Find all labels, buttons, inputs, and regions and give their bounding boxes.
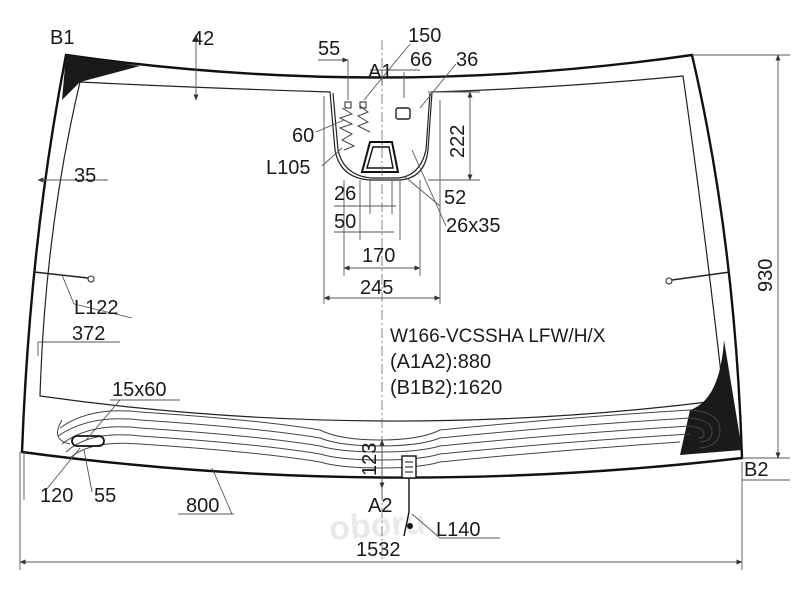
antenna-left xyxy=(33,271,89,279)
label-a1: A1 xyxy=(368,61,392,83)
sensor-mount-1 xyxy=(344,101,352,109)
label-55-bottom: 55 xyxy=(94,485,116,507)
connector-left xyxy=(71,435,105,447)
label-170: 170 xyxy=(362,245,395,267)
sensor-heater-zigzag-2 xyxy=(356,105,371,133)
label-l105: L105 xyxy=(266,157,311,179)
label-1532: 1532 xyxy=(356,539,401,561)
label-372: 372 xyxy=(72,323,105,345)
label-800: 800 xyxy=(186,495,219,517)
label-930: 930 xyxy=(755,259,777,292)
label-35: 35 xyxy=(74,165,96,187)
label-a1a2: (A1A2):880 xyxy=(390,351,491,373)
antenna-right-terminal xyxy=(665,277,673,285)
dimension-lines xyxy=(19,34,790,570)
label-60: 60 xyxy=(292,125,314,147)
label-l122: L122 xyxy=(74,297,119,319)
label-b1b2: (B1B2):1620 xyxy=(390,377,502,399)
label-36: 36 xyxy=(456,49,478,71)
sensor-mount-2 xyxy=(359,101,367,109)
label-222: 222 xyxy=(447,125,469,158)
label-120: 120 xyxy=(40,485,73,507)
frit-top-left xyxy=(62,55,140,100)
label-66: 66 xyxy=(410,49,432,71)
label-52: 52 xyxy=(444,187,466,209)
sensor-frit xyxy=(332,92,431,179)
label-part-code: W166-VCSSHA LFW/H/X xyxy=(390,326,606,347)
frit-bottom-right xyxy=(680,340,742,455)
sensor-mount-3 xyxy=(395,107,411,120)
label-b1: B1 xyxy=(50,27,74,49)
label-b2: B2 xyxy=(744,459,768,481)
label-a2: A2 xyxy=(368,495,392,517)
label-55-top: 55 xyxy=(318,38,340,60)
connector-cable xyxy=(403,478,410,537)
label-15x60: 15x60 xyxy=(112,379,167,401)
label-42: 42 xyxy=(192,28,214,50)
label-l140: L140 xyxy=(436,519,481,541)
sensor-window xyxy=(360,141,400,173)
sensor-heater-zigzag xyxy=(338,107,356,151)
label-245: 245 xyxy=(360,277,393,299)
antenna-left-terminal xyxy=(87,275,95,283)
inner-view-outline xyxy=(39,75,725,422)
sensor-window-inner xyxy=(366,146,394,169)
glass-outline xyxy=(20,53,744,479)
label-50: 50 xyxy=(334,211,356,233)
label-26x35: 26x35 xyxy=(446,215,501,237)
antenna-right xyxy=(671,271,731,281)
label-123: 123 xyxy=(359,443,381,476)
label-26: 26 xyxy=(334,183,356,205)
label-150: 150 xyxy=(408,25,441,47)
connector-plug xyxy=(407,523,413,529)
heating-wires xyxy=(57,409,721,469)
